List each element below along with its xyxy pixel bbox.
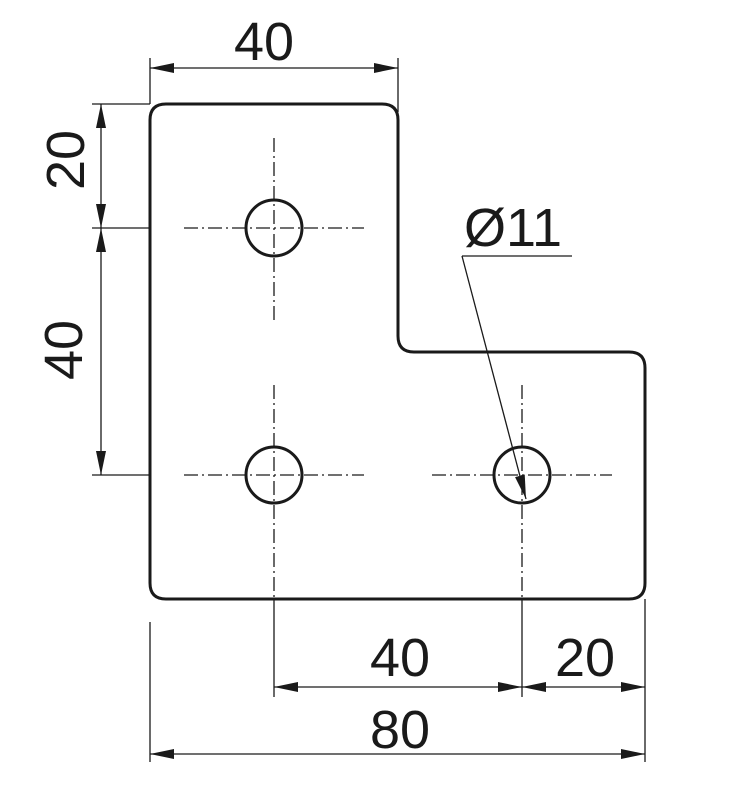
dim-hole-diameter-leader [461, 255, 572, 500]
dim-text-top-width: 40 [234, 12, 294, 72]
dim-text-hole-spacing-vertical: 40 [34, 320, 94, 380]
dim-left-vertical [92, 103, 150, 476]
dim-bottom [149, 599, 646, 762]
dim-text-top-offset: 20 [36, 130, 96, 190]
dim-text-hole-diameter: Ø11 [464, 198, 562, 258]
dim-top-width [149, 58, 399, 112]
dim-text-overall-width: 80 [370, 700, 430, 760]
dim-text-right-offset: 20 [555, 628, 615, 688]
dim-text-hole-spacing-horizontal: 40 [370, 628, 430, 688]
part-outline [148, 102, 647, 601]
